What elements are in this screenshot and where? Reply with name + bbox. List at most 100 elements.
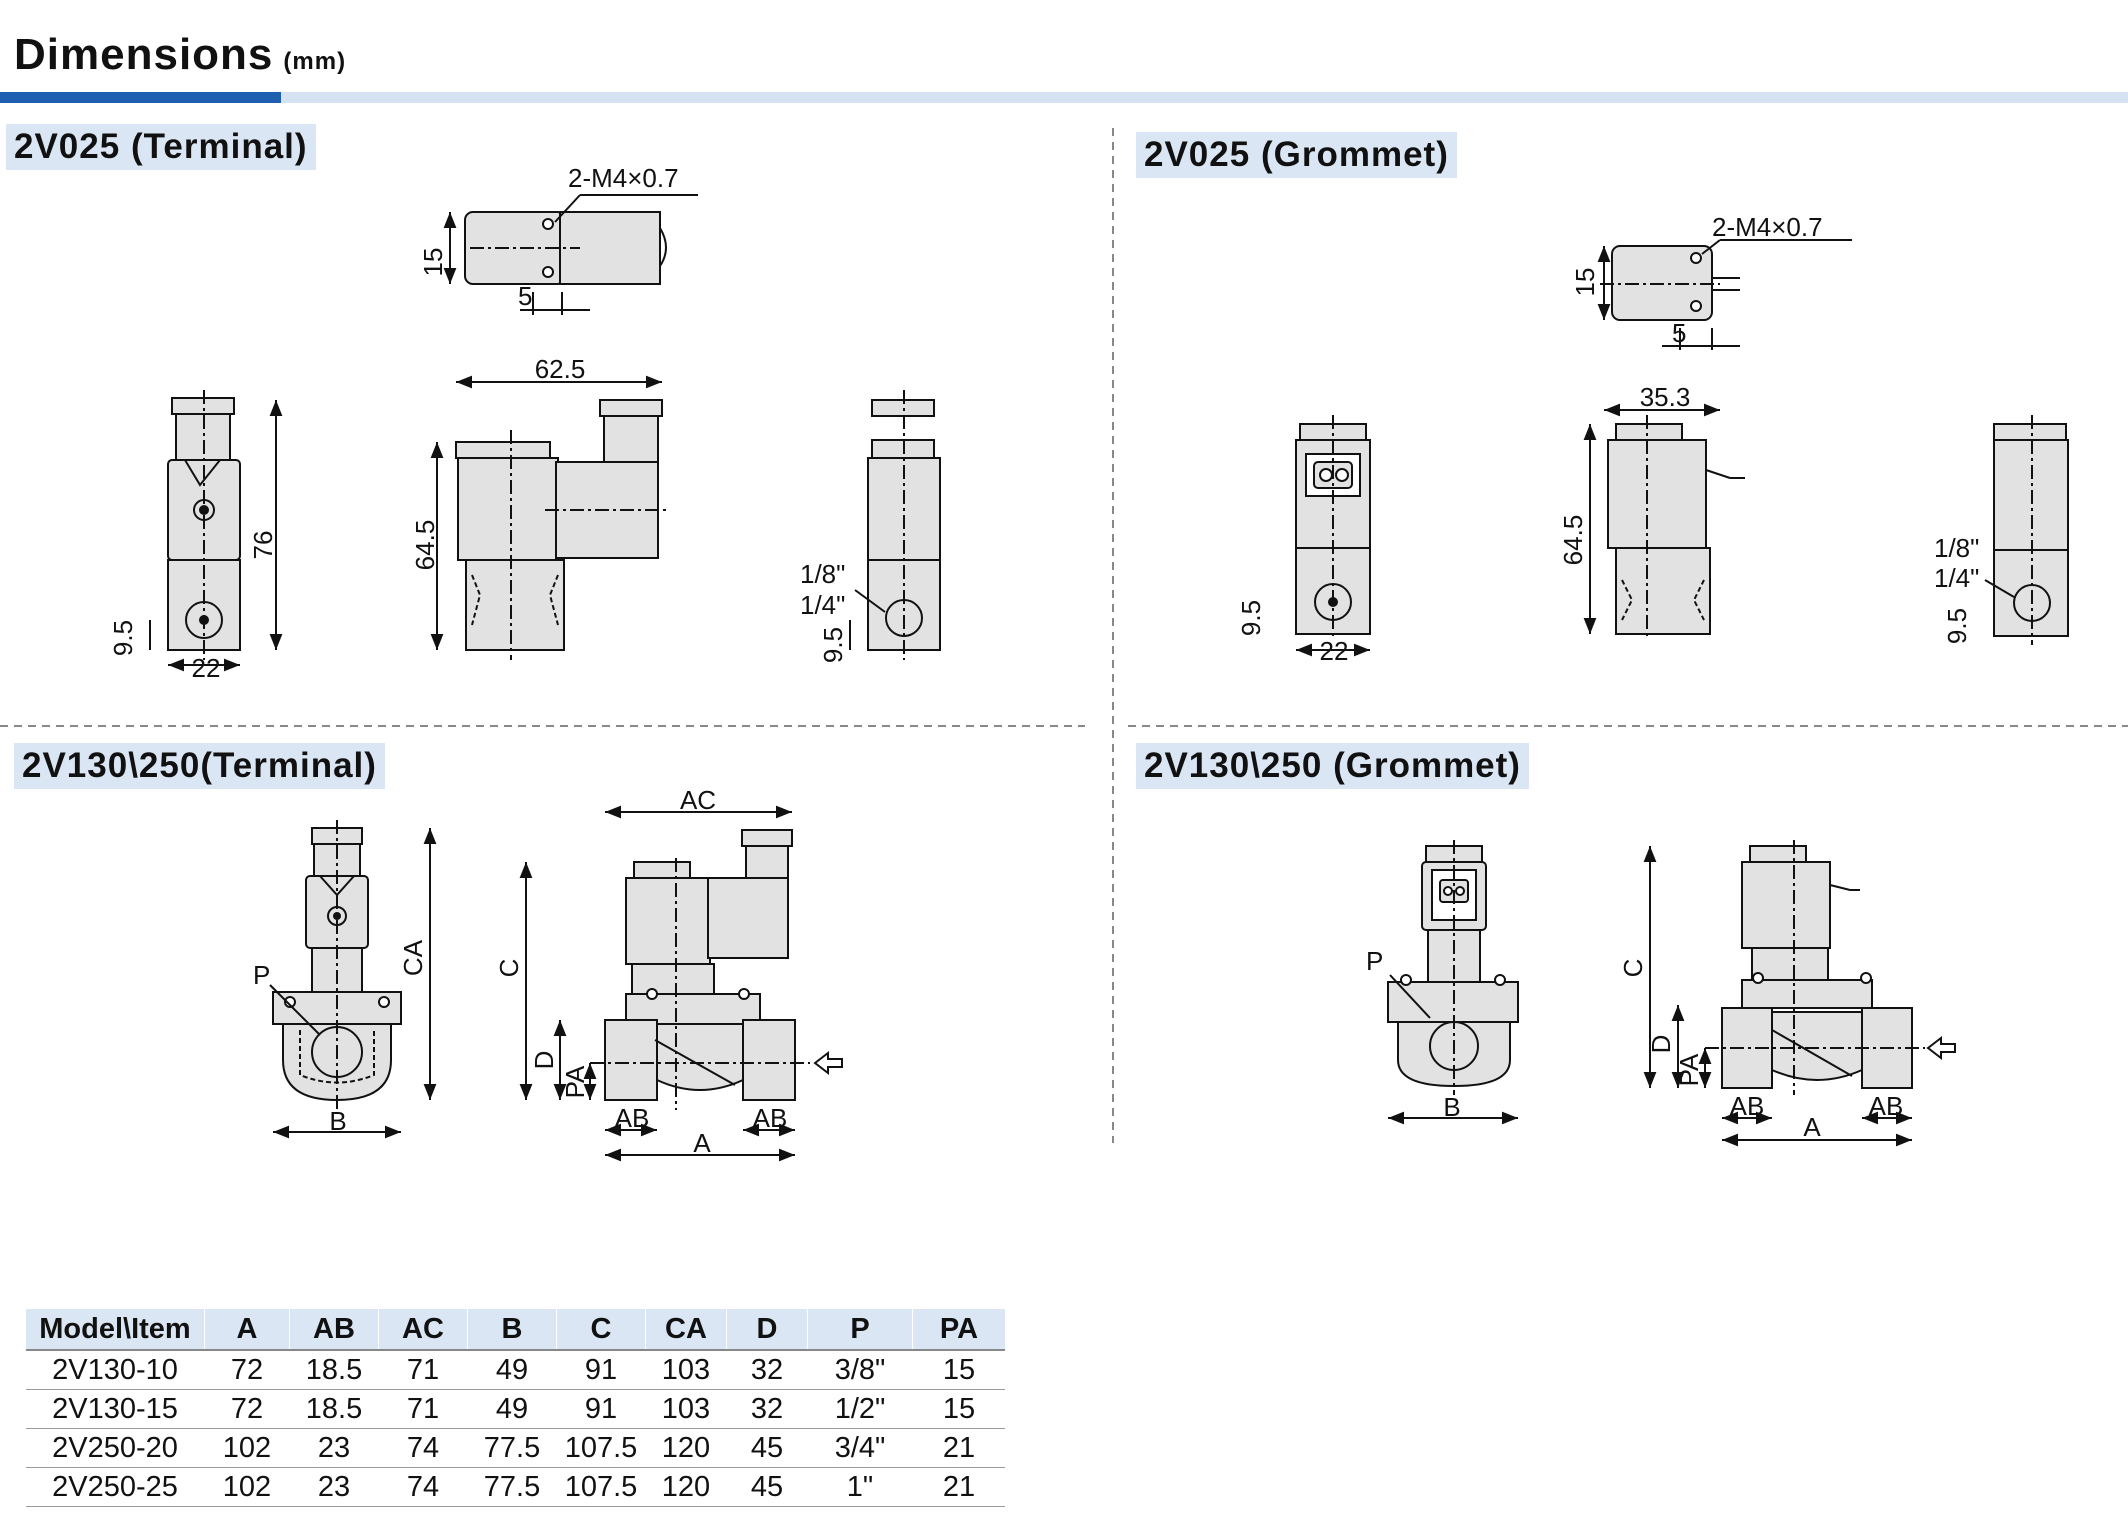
table-cell: 21 (912, 1428, 1005, 1468)
tl-dim-64-5: 64.5 (410, 520, 440, 571)
table-cell: 1" (807, 1467, 913, 1507)
table-cell-model: 2V250-20 (26, 1428, 205, 1468)
tl-dim-22: 22 (192, 653, 221, 683)
table-cell-model: 2V130-15 (26, 1389, 205, 1429)
table-cell: 74 (378, 1467, 468, 1507)
table-header-cell: B (467, 1309, 557, 1351)
tl-thread-label: 2-M4×0.7 (568, 163, 679, 193)
table-cell: 32 (726, 1389, 808, 1429)
tr-right-view (1984, 415, 2069, 645)
bl-side-view (269, 820, 437, 1139)
tl-dim-9-5-right: 9.5 (818, 627, 848, 663)
section-model: 2V130\250(Terminal) (22, 746, 377, 785)
table-cell: 71 (378, 1350, 468, 1390)
table-header-cell: AC (378, 1309, 468, 1351)
table-cell: 74 (378, 1428, 468, 1468)
table-cell-model: 2V130-10 (26, 1350, 205, 1390)
table-cell: 15 (912, 1350, 1005, 1390)
table-header-cell: CA (645, 1309, 727, 1351)
page-title: Dimensions (mm) (14, 30, 346, 80)
tr-port-1-8: 1/8" (1934, 533, 1979, 563)
bl-label-C: C (494, 959, 524, 978)
table-cell: 102 (204, 1467, 290, 1507)
table-cell: 120 (645, 1467, 727, 1507)
tr-dim-64-5: 64.5 (1558, 515, 1588, 566)
section-variant: (Terminal) (130, 127, 308, 166)
table-cell: 3/4" (807, 1428, 913, 1468)
section-variant: (Grommet) (1333, 746, 1521, 785)
table-cell: 71 (378, 1389, 468, 1429)
section-model: 2V025 (1144, 135, 1251, 174)
table-cell: 45 (726, 1467, 808, 1507)
table-row: 2V130-10 72 18.5 71 49 91 103 32 3/8" 15 (26, 1350, 1005, 1390)
tr-dim-15: 15 (1570, 268, 1600, 297)
bl-front-view (519, 805, 843, 1162)
bl-label-P: P (253, 960, 270, 990)
unit-label: (mm) (283, 48, 347, 75)
header-accent-bar (0, 92, 281, 103)
table-cell: 1/2" (807, 1389, 913, 1429)
tl-dim-9-5-left: 9.5 (108, 620, 138, 656)
table-cell: 49 (467, 1350, 557, 1390)
table-header-cell: P (807, 1309, 913, 1351)
bl-label-AB-left: AB (615, 1103, 650, 1133)
tl-dim-62-5: 62.5 (535, 354, 586, 384)
table-cell: 18.5 (289, 1350, 379, 1390)
bl-label-D: D (529, 1051, 559, 1070)
table-row: 2V130-15 72 18.5 71 49 91 103 32 1/2" 15 (26, 1389, 1005, 1429)
table-cell: 91 (556, 1350, 646, 1390)
br-label-AB-right: AB (1869, 1091, 1904, 1121)
tl-front-view (430, 375, 670, 660)
table-header-cell: Model\Item (26, 1309, 205, 1351)
table-header-cell: D (726, 1309, 808, 1351)
table-cell: 72 (204, 1389, 290, 1429)
table-header-cell: PA (912, 1309, 1005, 1351)
br-label-C: C (1618, 959, 1648, 978)
tl-left-view (149, 390, 283, 672)
br-label-A: A (1803, 1112, 1821, 1142)
dimensions-table: Model\Item A AB AC B C CA D P PA 2V130-1… (26, 1309, 1005, 1507)
tl-dim-15: 15 (418, 248, 448, 277)
tr-dim-9-5-right: 9.5 (1942, 608, 1972, 644)
br-label-P: P (1366, 946, 1383, 976)
br-label-D: D (1646, 1035, 1676, 1054)
table-cell: 107.5 (556, 1467, 646, 1507)
table-cell: 15 (912, 1389, 1005, 1429)
table-header-cell: A (204, 1309, 290, 1351)
table-cell: 107.5 (556, 1428, 646, 1468)
bl-label-B: B (329, 1106, 346, 1136)
br-label-B: B (1443, 1092, 1460, 1122)
br-label-PA: PA (1674, 1053, 1704, 1086)
table-cell: 120 (645, 1428, 727, 1468)
table-cell: 103 (645, 1350, 727, 1390)
table-cell: 45 (726, 1428, 808, 1468)
br-label-AB-left: AB (1730, 1091, 1765, 1121)
br-front-view (1643, 840, 1956, 1147)
table-cell: 23 (289, 1428, 379, 1468)
table-cell: 49 (467, 1389, 557, 1429)
table-cell: 3/8" (807, 1350, 913, 1390)
tl-dim-5: 5 (518, 281, 532, 311)
bl-label-PA: PA (560, 1065, 590, 1098)
table-cell: 77.5 (467, 1467, 557, 1507)
tr-front-view (1583, 403, 1745, 640)
header-rule (281, 92, 2128, 103)
table-header-cell: AB (289, 1309, 379, 1351)
page-title-text: Dimensions (14, 30, 274, 79)
tr-thread-label: 2-M4×0.7 (1712, 212, 1823, 242)
table-cell: 72 (204, 1350, 290, 1390)
table-header-cell: C (556, 1309, 646, 1351)
tr-top-view (1597, 239, 1852, 350)
section-label-2v130-250-grommet: 2V130\250 (Grommet) (1136, 743, 1529, 789)
tl-right-view (849, 390, 941, 660)
tr-dim-9-5-left: 9.5 (1236, 600, 1266, 636)
tr-dim-22: 22 (1320, 636, 1349, 666)
table-cell: 23 (289, 1467, 379, 1507)
bl-label-AB-right: AB (753, 1103, 788, 1133)
table-row: 2V250-25 102 23 74 77.5 107.5 120 45 1" … (26, 1467, 1005, 1507)
section-variant: (Grommet) (1260, 135, 1449, 174)
tr-dim-5: 5 (1672, 318, 1686, 348)
table-cell: 91 (556, 1389, 646, 1429)
section-model: 2V025 (14, 127, 121, 166)
table-cell: 77.5 (467, 1428, 557, 1468)
